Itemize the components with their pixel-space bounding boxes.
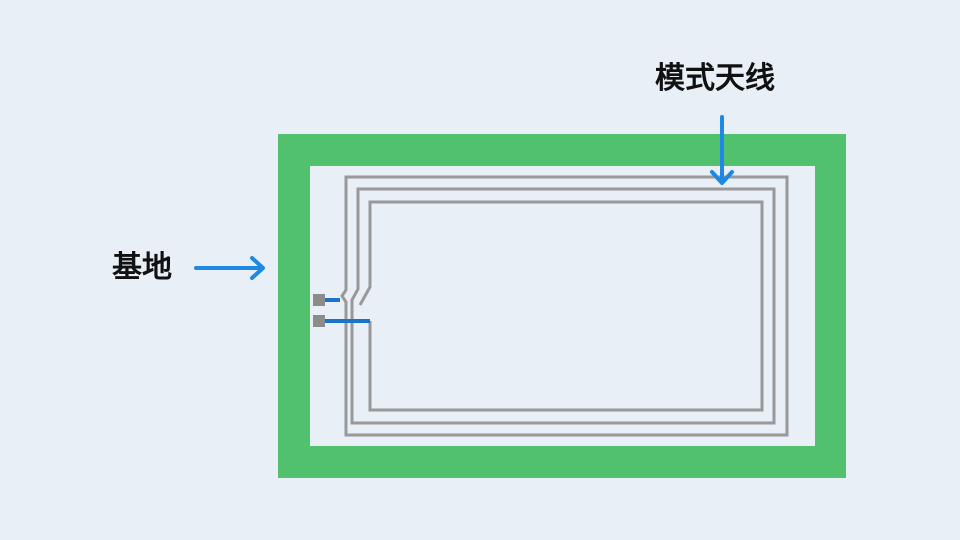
antenna-label: 模式天线 (655, 61, 775, 96)
substrate-label: 基地 (112, 250, 172, 285)
terminal-pad-lower (313, 315, 325, 327)
antenna-coil (340, 175, 789, 437)
substrate-inner-area (310, 166, 815, 446)
antenna-loop-middle (350, 187, 776, 425)
substrate-pointer-arrow (194, 256, 265, 280)
antenna-loop-outer (340, 175, 789, 437)
antenna-pointer-arrow (710, 115, 734, 185)
antenna-loop-inner (358, 200, 764, 412)
terminal-pad-upper (313, 294, 325, 306)
